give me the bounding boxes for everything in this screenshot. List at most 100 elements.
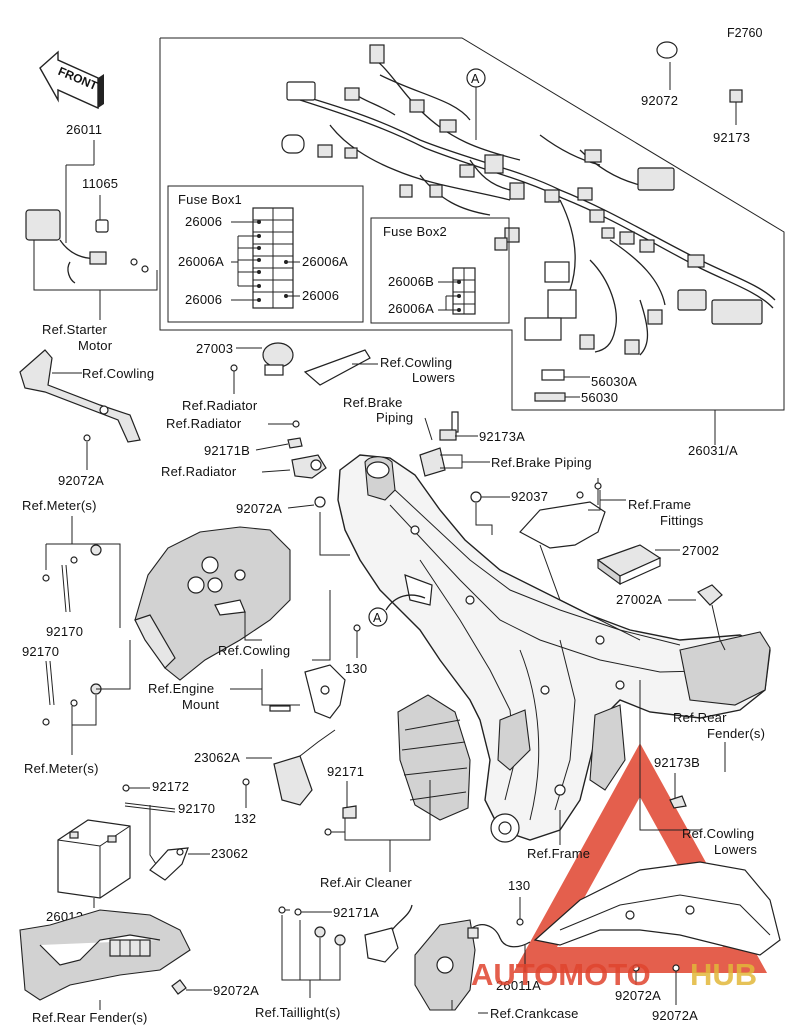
label-23062a: 23062A <box>194 750 240 765</box>
label-92072a-mid: 92072A <box>236 501 282 516</box>
label-ref-rear-fender-right-2: Fender(s) <box>707 726 765 741</box>
label-92173: 92173 <box>713 130 750 145</box>
label-ref-taillights: Ref.Taillight(s) <box>255 1005 341 1020</box>
label-27003: 27003 <box>196 341 233 356</box>
callout-a-harness-label: A <box>471 72 480 86</box>
engine-mount-bracket <box>304 664 346 719</box>
label-92172: 92172 <box>152 779 189 794</box>
fuse-box-1-label-mid: 26006A <box>178 254 224 269</box>
fuse-box-2-label-bottom: 26006A <box>388 301 434 316</box>
watermark-text-gold: HUB <box>690 957 757 992</box>
label-ref-engine-mount-2: Mount <box>182 697 219 712</box>
connector-cover-parts: 56030A 56030 <box>534 369 637 405</box>
label-ref-cowling-lowers-right-1: Ref.Cowling <box>682 826 754 841</box>
label-ref-cowling-mid: Ref.Cowling <box>218 643 290 658</box>
bracket-23062a <box>273 729 336 806</box>
battery-26012 <box>57 819 131 899</box>
label-130-mid: 130 <box>345 661 367 676</box>
fuse-box-2: Fuse Box2 26006B 26006A <box>370 217 510 324</box>
fuse-box-1-title: Fuse Box1 <box>178 192 242 207</box>
watermark-text: AUTOMOTO HUB <box>471 957 757 992</box>
label-ref-rear-fender-right-1: Ref.Rear <box>673 710 727 725</box>
taillight-bracket <box>364 904 413 963</box>
ecu-27002 <box>596 544 662 586</box>
rear-fender-tray <box>19 909 191 1001</box>
harness-boundary <box>159 37 785 445</box>
label-27002: 27002 <box>682 543 719 558</box>
label-92072a-left: 92072A <box>58 473 104 488</box>
label-92170-b: 92170 <box>22 644 59 659</box>
label-56030: 56030 <box>581 390 618 405</box>
fuse-box-1-label-bottom: 26006 <box>185 292 222 307</box>
main-harness <box>281 44 776 356</box>
callout-a-frame-label: A <box>373 611 382 625</box>
label-ref-radiator-2: Ref.Radiator <box>166 416 242 431</box>
fuse-box-1-label-right-1: 26006A <box>302 254 348 269</box>
horn-bracket <box>303 349 371 386</box>
label-ref-brake-piping-top-1: Ref.Brake <box>343 395 403 410</box>
label-92037: 92037 <box>511 489 548 504</box>
clip-92173 <box>729 89 743 125</box>
label-ref-starter-motor-2: Motor <box>78 338 113 353</box>
label-27002a: 27002A <box>616 592 662 607</box>
label-26031a: 26031/A <box>688 443 738 458</box>
label-92170-a: 92170 <box>46 624 83 639</box>
label-ref-brake-piping: Ref.Brake Piping <box>491 455 592 470</box>
battery-holder-23062 <box>149 847 189 881</box>
label-23062: 23062 <box>211 846 248 861</box>
label-92072a-br1: 92072A <box>615 988 661 1003</box>
brake-switch <box>419 447 446 477</box>
label-ref-cowling-lowers-top-1: Ref.Cowling <box>380 355 452 370</box>
label-92072a-bl: 92072A <box>213 983 259 998</box>
ecu-bracket <box>519 478 606 549</box>
fuse-box-1-label-right-2: 26006 <box>302 288 339 303</box>
label-92171a: 92171A <box>333 905 379 920</box>
front-arrow-icon: FRONT <box>39 50 104 110</box>
label-ref-air-cleaner: Ref.Air Cleaner <box>320 875 412 890</box>
brake-switch-bolt <box>439 411 459 441</box>
label-26011: 26011 <box>66 122 102 137</box>
air-cleaner <box>397 694 471 821</box>
label-ref-engine-mount-1: Ref.Engine <box>148 681 214 696</box>
label-ref-meters-top: Ref.Meter(s) <box>22 498 97 513</box>
label-ref-brake-piping-top-2: Piping <box>376 410 413 425</box>
fuse-box-2-title: Fuse Box2 <box>383 224 447 239</box>
label-ref-starter-motor-1: Ref.Starter <box>42 322 108 337</box>
label-11065: 11065 <box>82 176 118 191</box>
callout-a-harness: A <box>466 68 486 140</box>
label-ref-frame-fittings-1: Ref.Frame <box>628 497 691 512</box>
label-56030a: 56030A <box>591 374 637 389</box>
starter-relay <box>25 209 149 284</box>
diagram-code: F2760 <box>727 26 762 40</box>
sensor-26011a <box>467 924 531 948</box>
radiator-sensor <box>291 454 327 479</box>
cowling-stay <box>19 349 141 443</box>
label-132: 132 <box>234 811 256 826</box>
label-ref-cowling-lowers-top-2: Lowers <box>412 370 455 385</box>
label-92173b: 92173B <box>654 755 700 770</box>
cowling-lowers <box>533 861 781 956</box>
relay-27002a <box>697 584 723 606</box>
fuse-box-1: Fuse Box1 26006 26006A 26006 26006A <box>167 185 364 323</box>
clamp-92072 <box>656 41 678 90</box>
label-26011a: 26011A <box>496 978 541 993</box>
label-130-br: 130 <box>508 878 530 893</box>
bolt-engine-mount <box>269 705 291 712</box>
label-92170-c: 92170 <box>178 801 215 816</box>
label-ref-radiator-3: Ref.Radiator <box>161 464 237 479</box>
callout-a-frame: A <box>368 594 426 627</box>
label-ref-radiator-1: Ref.Radiator <box>182 398 258 413</box>
label-92072a-br2: 92072A <box>652 1008 698 1023</box>
label-92171: 92171 <box>327 764 364 779</box>
label-ref-cowling-top: Ref.Cowling <box>82 366 154 381</box>
crankcase-cover <box>414 919 476 1011</box>
label-ref-cowling-lowers-right-2: Lowers <box>714 842 757 857</box>
fuse-box-1-label-top: 26006 <box>185 214 222 229</box>
label-ref-crankcase: Ref.Crankcase <box>490 1006 579 1021</box>
watermark-text-red: AUTOMOTO <box>471 957 651 992</box>
label-92173a: 92173A <box>479 429 525 444</box>
horn-27003 <box>262 342 294 376</box>
motorcycle-frame <box>337 454 771 843</box>
label-ref-rear-fender-bottom: Ref.Rear Fender(s) <box>32 1010 148 1025</box>
